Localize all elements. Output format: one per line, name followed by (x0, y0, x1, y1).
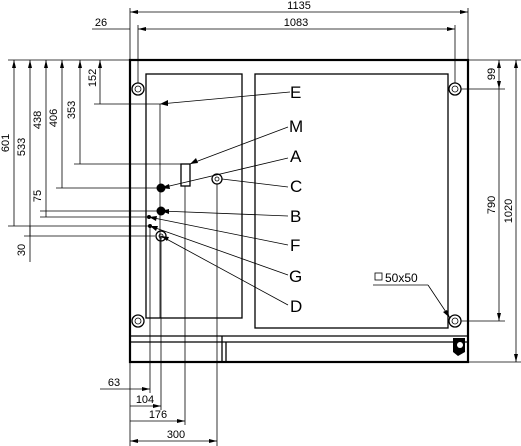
dim-533: 533 (16, 138, 28, 156)
dim-1020: 1020 (503, 199, 515, 223)
callout-d: D (290, 297, 302, 316)
callout-e: E (290, 83, 301, 102)
dim-176: 176 (149, 409, 167, 421)
callout-a: A (290, 147, 302, 166)
dim-99: 99 (486, 68, 498, 80)
dim-300: 300 (167, 429, 185, 441)
tube-note: 50x50 (374, 271, 418, 285)
foot-bracket (453, 338, 465, 356)
left-door-panel (145, 73, 243, 319)
left-dimensions: 601 533 438 406 353 152 75 30 (0, 59, 181, 262)
top-dimensions: 1135 1083 26 (92, 0, 469, 83)
dim-30: 30 (16, 244, 28, 256)
dim-790: 790 (486, 196, 498, 214)
dim-406: 406 (48, 109, 60, 127)
hole-bottom-right (448, 314, 462, 328)
dim-438: 438 (32, 111, 44, 129)
dim-104: 104 (136, 394, 154, 406)
callout-labels: E M A C B F G D (289, 83, 303, 316)
callout-g: G (289, 267, 302, 286)
callout-m: M (289, 117, 303, 136)
right-dimensions: 99 790 1020 (461, 59, 521, 363)
tube-size-label: 50x50 (385, 271, 418, 285)
dim-1083: 1083 (284, 17, 308, 29)
dim-26: 26 (95, 17, 107, 29)
dim-152: 152 (87, 69, 99, 87)
callout-c: C (290, 177, 302, 196)
dim-63: 63 (108, 377, 120, 389)
right-panel (254, 73, 449, 329)
hole-top-right (448, 82, 462, 96)
hole-top-left (131, 82, 145, 96)
dim-1135: 1135 (287, 0, 311, 12)
bottom-dimensions: 63 104 176 300 (100, 184, 218, 446)
callout-b: B (290, 207, 301, 226)
dim-601: 601 (0, 134, 12, 152)
hole-bottom-left (131, 314, 145, 328)
component-m (180, 163, 191, 187)
dim-353: 353 (66, 101, 78, 119)
callout-leaders (148, 91, 451, 319)
dim-75: 75 (32, 190, 44, 202)
callout-f: F (290, 236, 300, 255)
